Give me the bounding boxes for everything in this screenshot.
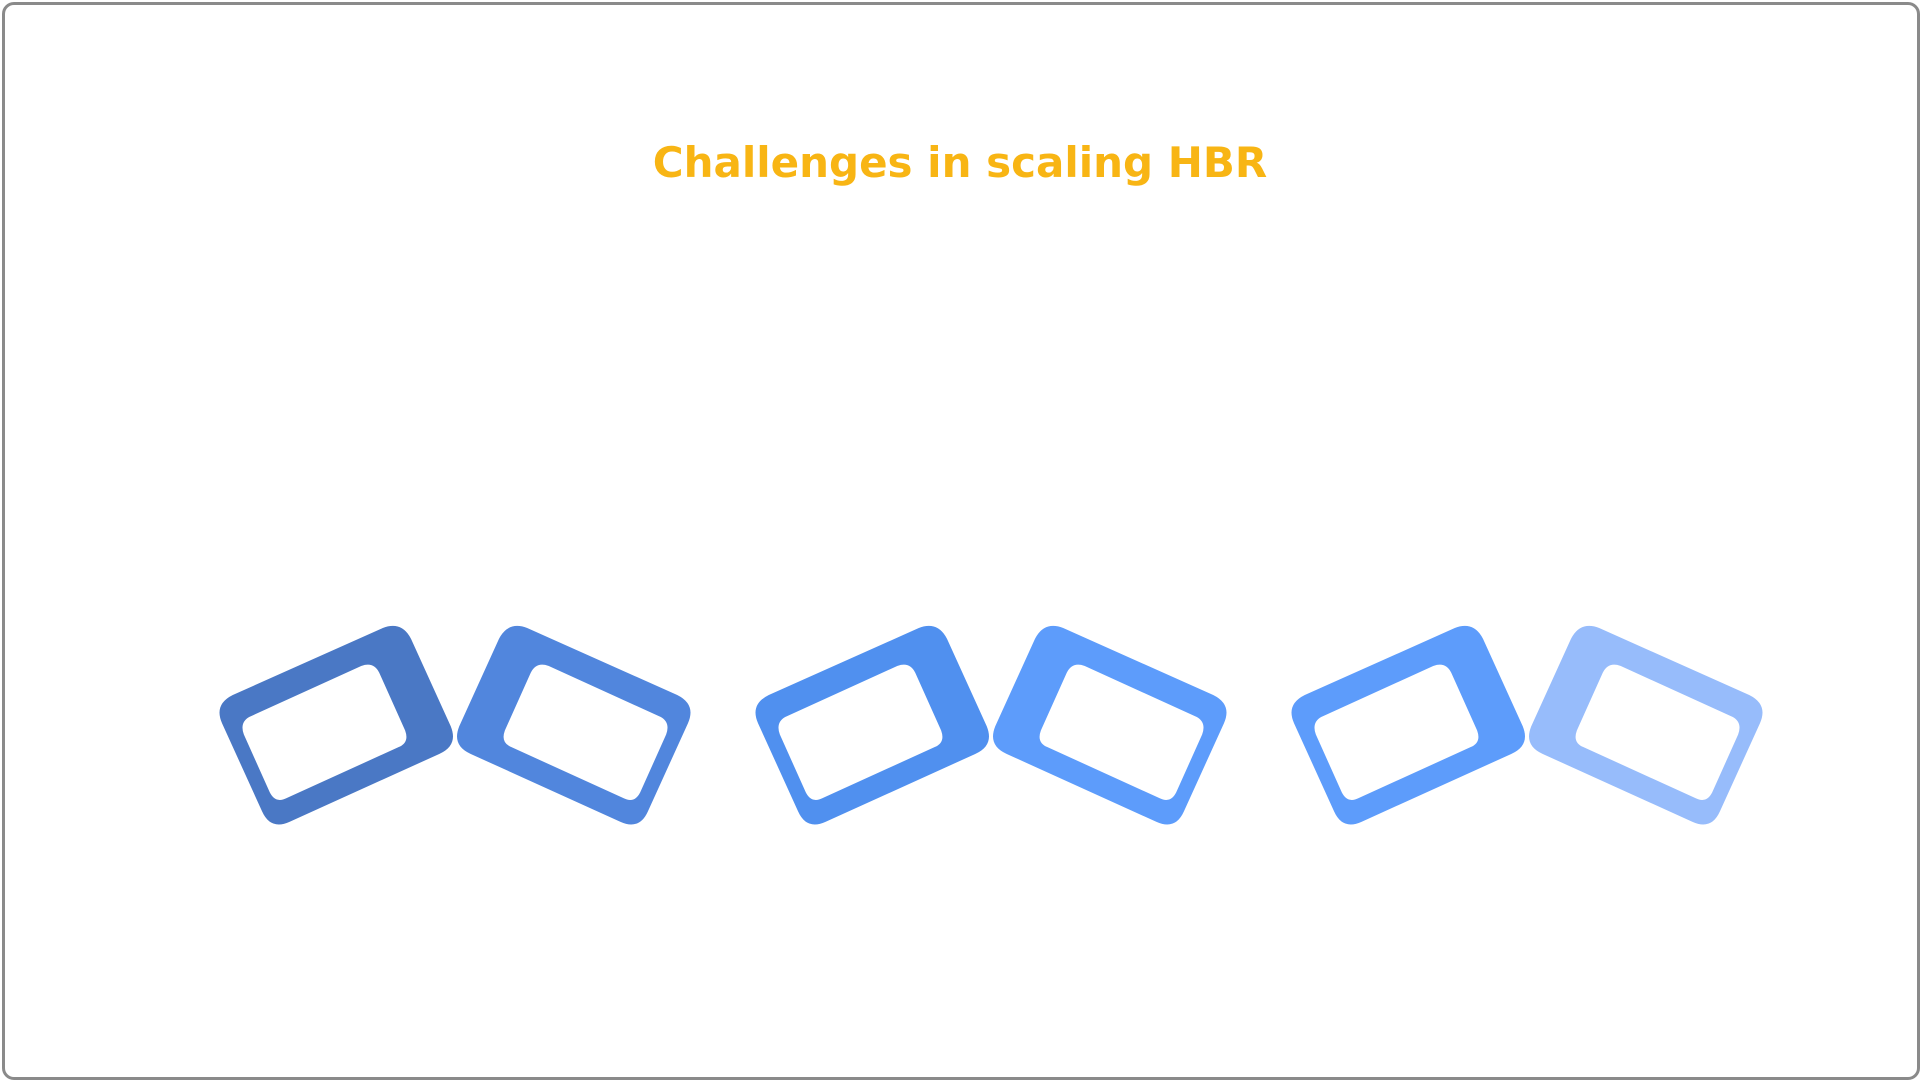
chain-link	[752, 623, 992, 828]
slide-title: Challenges in scaling HBR	[652, 138, 1268, 187]
chain-link	[454, 623, 694, 828]
chain-link	[990, 623, 1230, 828]
chain-link	[216, 623, 456, 828]
chain-link	[1526, 623, 1766, 828]
chain-link	[1288, 623, 1528, 828]
